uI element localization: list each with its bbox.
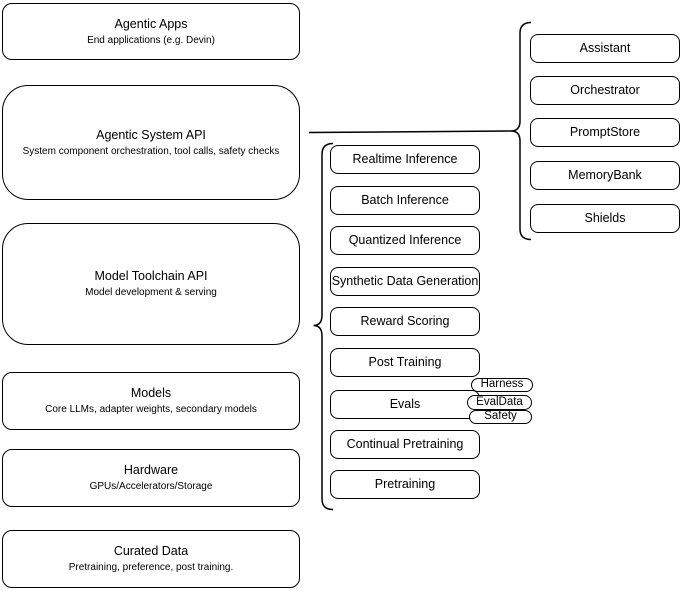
- continual-pretraining-box: Continual Pretraining: [330, 430, 480, 459]
- model-toolchain-api-box: Model Toolchain API Model development & …: [2, 223, 300, 345]
- agentic-apps-subtitle: End applications (e.g. Devin): [87, 34, 215, 46]
- realtime-inference-box: Realtime Inference: [330, 145, 480, 174]
- models-subtitle: Core LLMs, adapter weights, secondary mo…: [45, 404, 257, 415]
- agentic-system-api-subtitle: System component orchestration, tool cal…: [22, 145, 280, 157]
- post-training-label: Post Training: [368, 355, 442, 369]
- pretraining-label: Pretraining: [374, 477, 436, 491]
- agentic-apps-title: Agentic Apps: [114, 16, 188, 31]
- curated-data-box: Curated Data Pretraining, preference, po…: [2, 530, 300, 588]
- curated-data-subtitle: Pretraining, preference, post training.: [68, 562, 234, 573]
- agentic-system-api-box: Agentic System API System component orch…: [2, 85, 300, 200]
- promptstore-label: PromptStore: [569, 125, 641, 139]
- shields-label: Shields: [584, 211, 626, 225]
- models-title: Models: [130, 386, 172, 400]
- continual-pretraining-label: Continual Pretraining: [346, 437, 464, 451]
- batch-inference-label: Batch Inference: [361, 193, 449, 207]
- synthetic-data-generation-box: Synthetic Data Generation: [330, 267, 480, 296]
- models-box: Models Core LLMs, adapter weights, secon…: [2, 372, 300, 430]
- assistant-box: Assistant: [530, 34, 680, 63]
- evals-tag-evaldata: EvalData: [467, 395, 532, 410]
- post-training-box: Post Training: [330, 348, 480, 377]
- shields-box: Shields: [530, 204, 680, 233]
- pretraining-box: Pretraining: [330, 470, 480, 499]
- orchestrator-box: Orchestrator: [530, 76, 680, 105]
- system-components-brace: [510, 21, 532, 241]
- batch-inference-box: Batch Inference: [330, 186, 480, 215]
- memorybank-box: MemoryBank: [530, 161, 680, 190]
- reward-scoring-box: Reward Scoring: [330, 307, 480, 336]
- assistant-label: Assistant: [579, 41, 631, 55]
- agentic-apps-box: Agentic Apps End applications (e.g. Devi…: [2, 3, 300, 60]
- promptstore-box: PromptStore: [530, 118, 680, 147]
- synthetic-data-generation-label: Synthetic Data Generation: [331, 274, 479, 288]
- model-toolchain-api-title: Model Toolchain API: [94, 269, 208, 283]
- evals-tag-harness: Harness: [471, 378, 533, 392]
- reward-scoring-label: Reward Scoring: [360, 314, 450, 328]
- system-api-connector-line: [308, 130, 512, 134]
- evals-box: Evals: [330, 390, 480, 419]
- hardware-subtitle: GPUs/Accelerators/Storage: [89, 481, 213, 492]
- realtime-inference-label: Realtime Inference: [352, 152, 458, 166]
- orchestrator-label: Orchestrator: [570, 83, 640, 97]
- hardware-title: Hardware: [123, 463, 179, 477]
- memorybank-label: MemoryBank: [568, 168, 642, 182]
- quantized-inference-label: Quantized Inference: [348, 233, 462, 247]
- quantized-inference-box: Quantized Inference: [330, 226, 480, 255]
- hardware-box: Hardware GPUs/Accelerators/Storage: [2, 449, 300, 507]
- evals-tag-safety: Safety: [469, 410, 532, 424]
- curated-data-title: Curated Data: [113, 544, 189, 558]
- evals-label: Evals: [389, 397, 421, 411]
- agentic-system-api-title: Agentic System API: [96, 127, 206, 142]
- model-toolchain-api-subtitle: Model development & serving: [85, 287, 217, 298]
